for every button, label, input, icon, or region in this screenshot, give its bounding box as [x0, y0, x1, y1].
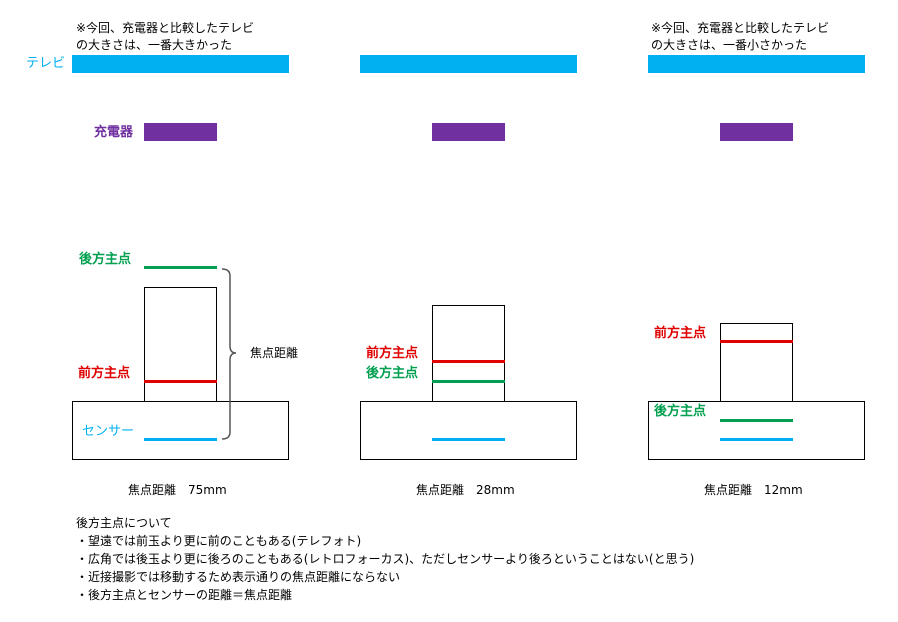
panel2-caption: 焦点距離 28mm	[416, 483, 515, 497]
charger-label: 充電器	[94, 125, 134, 140]
panel1-note-line1: ※今回、充電器と比較したテレビ	[76, 21, 255, 35]
panel1-charger-bar	[144, 123, 217, 141]
panel3-front-principal-line	[720, 340, 793, 343]
panel1-rear-principal-label: 後方主点	[79, 252, 132, 267]
panel3-camera-body	[648, 401, 865, 460]
panel3-note-line1: ※今回、充電器と比較したテレビ	[651, 21, 830, 35]
panel2-front-principal-label: 前方主点	[366, 346, 419, 361]
notes-block: 後方主点について ・望遠では前玉より更に前のこともある(テレフォト) ・広角では…	[76, 514, 694, 604]
panel3-caption: 焦点距離 12mm	[704, 483, 803, 497]
panel2-lens	[432, 305, 505, 402]
focal-length-bracket-icon	[221, 268, 237, 440]
tv-label: テレビ	[26, 56, 66, 71]
focal-length-bracket-label: 焦点距離	[250, 346, 299, 360]
panel1-rear-principal-line	[144, 266, 217, 269]
panel3-tv-bar	[648, 55, 865, 73]
panel1-note-line2: の大きさは、一番大きかった	[76, 38, 233, 52]
panel1-sensor-line	[144, 438, 217, 441]
panel1-front-principal-label: 前方主点	[78, 366, 131, 381]
panel2-sensor-line	[432, 438, 505, 441]
panel2-rear-principal-line	[432, 380, 505, 383]
panel2-rear-principal-label: 後方主点	[366, 366, 419, 381]
panel3-sensor-line	[720, 438, 793, 441]
panel1-caption: 焦点距離 75mm	[128, 483, 227, 497]
panel1-tv-bar	[72, 55, 289, 73]
notes-item: ・近接撮影では移動するため表示通りの焦点距離にならない	[76, 570, 401, 584]
panel3-front-principal-label: 前方主点	[654, 326, 707, 341]
notes-item: ・後方主点とセンサーの距離＝焦点距離	[76, 588, 293, 602]
notes-title: 後方主点について	[76, 516, 172, 530]
panel3-note-line2: の大きさは、一番小さかった	[651, 38, 808, 52]
panel2-tv-bar	[360, 55, 577, 73]
panel3-charger-bar	[720, 123, 793, 141]
notes-item: ・広角では後玉より更に後ろのこともある(レトロフォーカス)、ただしセンサーより後…	[76, 552, 695, 566]
panel2-front-principal-line	[432, 360, 505, 363]
panel2-camera-body	[360, 401, 577, 460]
panel3-lens	[720, 323, 793, 402]
panel3-rear-principal-label: 後方主点	[654, 404, 707, 419]
notes-item: ・望遠では前玉より更に前のこともある(テレフォト)	[76, 534, 362, 548]
panel1-lens	[144, 287, 217, 402]
panel1-front-principal-line	[144, 380, 217, 383]
panel2-charger-bar	[432, 123, 505, 141]
sensor-label: センサー	[82, 424, 135, 439]
panel3-rear-principal-line	[720, 419, 793, 422]
